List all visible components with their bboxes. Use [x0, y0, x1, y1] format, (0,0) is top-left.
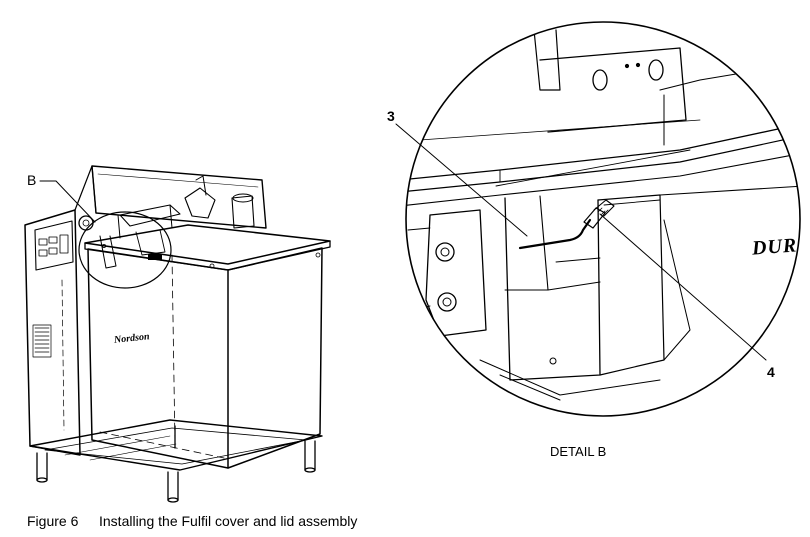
durablue-logo-fragment: DUR — [751, 234, 798, 260]
callout-3-label: 3 — [387, 108, 395, 124]
figure-caption: Figure 6 Installing the Fulfil cover and … — [27, 513, 357, 529]
callout-4-label: 4 — [767, 364, 775, 380]
figure-number: Figure 6 — [27, 513, 79, 529]
callout-4-leader — [599, 213, 767, 361]
sensor-cable — [518, 218, 592, 250]
melter-unit-drawing — [24, 165, 331, 503]
hopper-box — [87, 248, 229, 469]
control-cabinet — [24, 209, 81, 456]
vent-grille — [32, 324, 52, 358]
control-panel-buttons — [38, 234, 69, 257]
base-frame — [29, 419, 323, 471]
lid-plate — [84, 224, 331, 265]
support-feet — [36, 425, 316, 503]
detail-b-circle — [78, 211, 172, 289]
callout-b-label: B — [27, 172, 37, 188]
figure-title: Installing the Fulfil cover and lid asse… — [99, 513, 358, 529]
detail-b-outline — [405, 21, 801, 417]
detail-b-view — [406, 29, 800, 401]
callout-b-leader — [39, 180, 96, 223]
callout-3-leader — [395, 123, 528, 237]
rim-bolts — [102, 243, 321, 269]
detail-caption: DETAIL B — [550, 444, 607, 459]
